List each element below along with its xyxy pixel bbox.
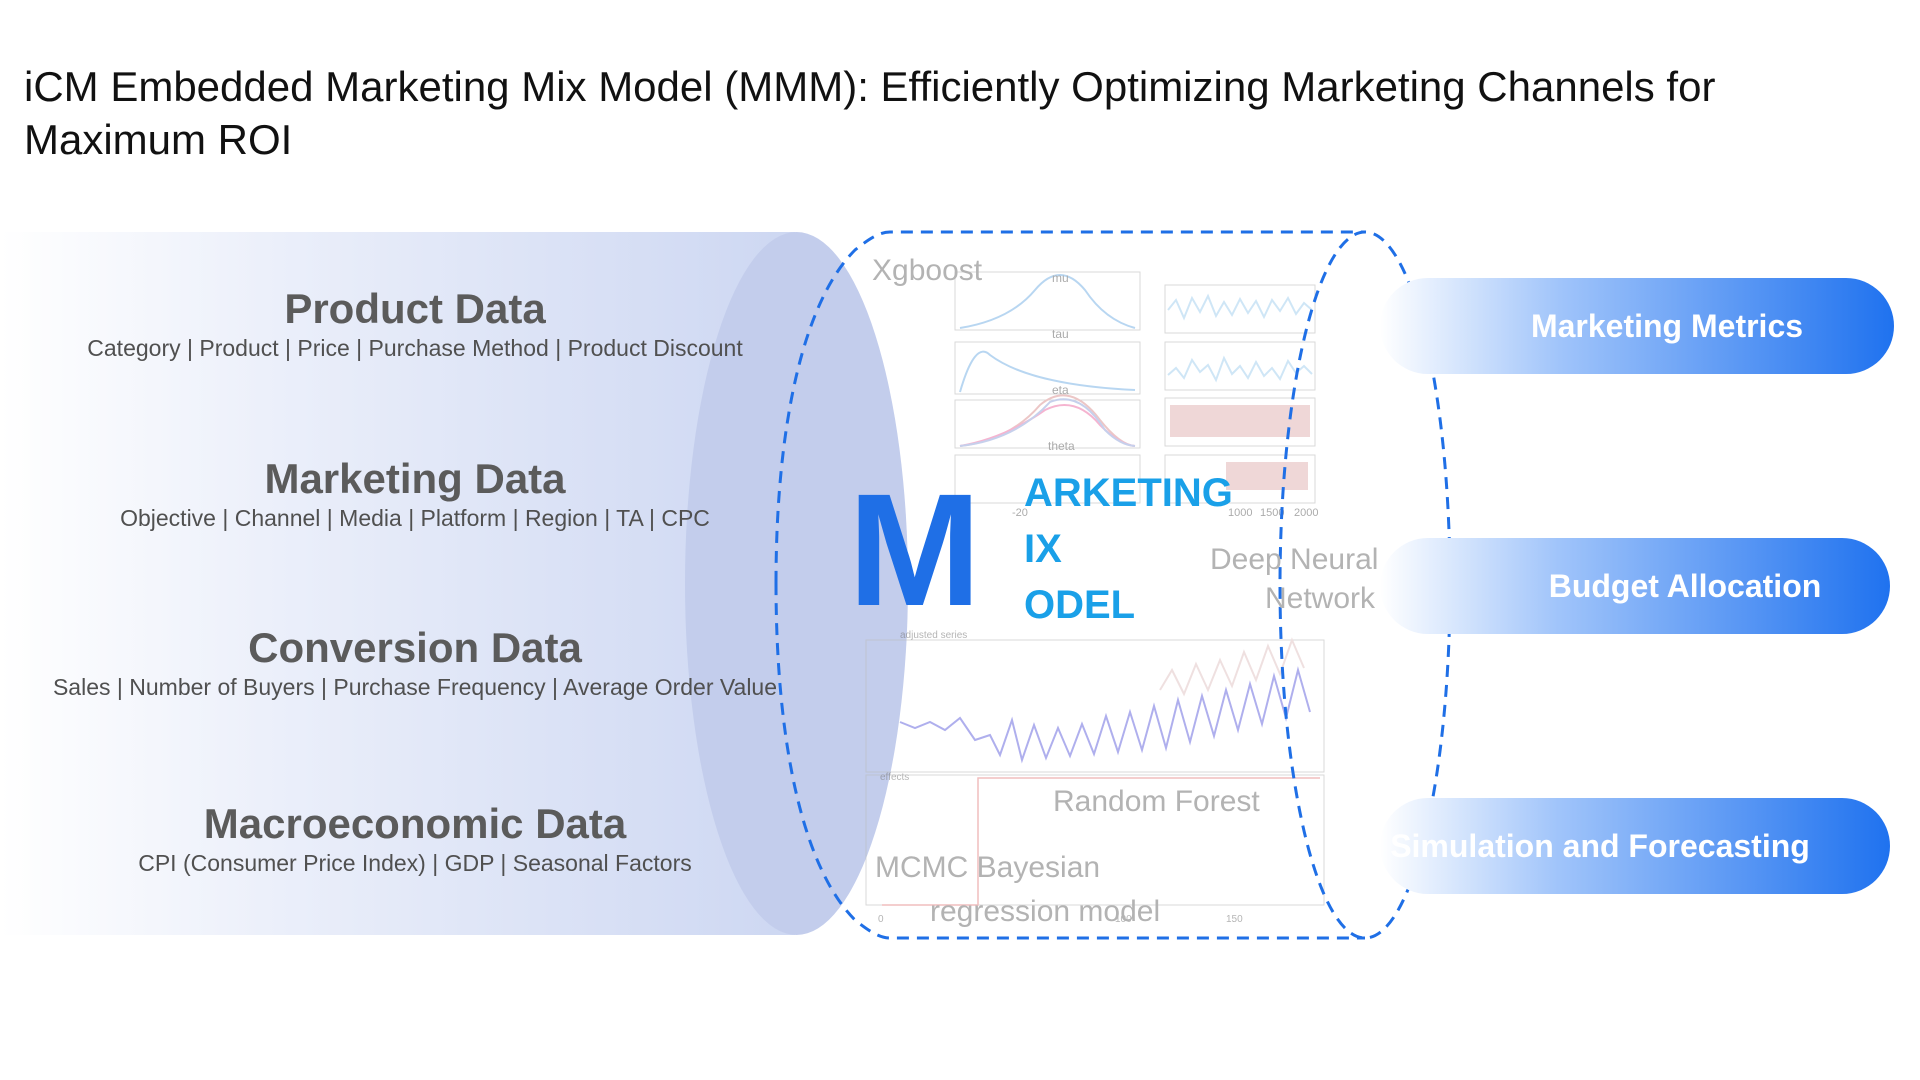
trace-plot: mu tau eta theta -20 1000 1500 2000 — [954, 271, 1318, 519]
model-word-arketing: ARKETING — [1024, 471, 1233, 515]
trace-panel — [1164, 454, 1316, 504]
output-marketing-metrics: Marketing Metrics — [1380, 278, 1894, 374]
input-heading: Conversion Data — [248, 624, 582, 671]
method-dnn-line-1: Deep Neural — [1210, 543, 1379, 576]
cylinder-bottom-edge — [774, 582, 1365, 940]
series-label: adjusted series — [900, 630, 967, 641]
series-xtick: 0 — [878, 914, 884, 925]
trace-label-theta: theta — [1048, 439, 1075, 453]
trace-line — [1167, 293, 1313, 321]
trace-panel — [1164, 284, 1316, 334]
series-panel — [865, 774, 1325, 906]
series-line — [899, 666, 1311, 764]
trace-panel — [1164, 341, 1316, 391]
trace-xtick: 2000 — [1294, 507, 1318, 519]
trace-panel — [1164, 397, 1316, 447]
density-curve — [959, 398, 1136, 447]
density-curve — [959, 350, 1136, 393]
output-simulation-forecasting: Simulation and Forecasting — [1380, 798, 1890, 894]
trace-label-eta: eta — [1052, 383, 1069, 397]
method-mcmc-line-2: regression model — [930, 895, 1161, 928]
trace-label-tau: tau — [1052, 327, 1069, 341]
series-xtick: 150 — [1226, 914, 1243, 925]
trace-line — [1167, 355, 1313, 383]
title-line-2: Maximum ROI — [24, 116, 293, 163]
cylinder-left-cap — [685, 232, 908, 935]
trace-band — [1170, 405, 1310, 437]
model-letter-m: M — [848, 460, 981, 639]
trace-panel — [954, 341, 1141, 395]
method-xgboost: Xgboost — [872, 254, 983, 287]
model-word-ix: IX — [1024, 527, 1062, 571]
input-data-band — [0, 232, 795, 935]
input-heading: Product Data — [284, 285, 546, 332]
series-label: effects — [880, 772, 909, 783]
series-plot: adjusted series effects 0 100 150 — [865, 630, 1325, 925]
input-detail: Category | Product | Price | Purchase Me… — [87, 335, 743, 361]
effect-line — [882, 777, 1320, 906]
trace-xtick: 1000 — [1228, 507, 1252, 519]
input-heading: Marketing Data — [264, 455, 566, 502]
title-line-1: iCM Embedded Marketing Mix Model (MMM): … — [24, 63, 1716, 110]
series-xtick: 100 — [1115, 914, 1132, 925]
input-product-data: Product Data Category | Product | Price … — [0, 285, 830, 363]
input-conversion-data: Conversion Data Sales | Number of Buyers… — [0, 624, 830, 702]
trace-panel — [954, 271, 1141, 331]
series-panel — [865, 639, 1325, 773]
input-macroeconomic-data: Macroeconomic Data CPI (Consumer Price I… — [0, 800, 830, 878]
input-marketing-data: Marketing Data Objective | Channel | Med… — [0, 455, 830, 533]
trace-xtick: -20 — [1012, 507, 1028, 519]
model-word-odel: ODEL — [1024, 583, 1136, 627]
method-random-forest: Random Forest — [1053, 785, 1260, 818]
trace-panel — [954, 454, 1141, 504]
page-title: iCM Embedded Marketing Mix Model (MMM): … — [24, 60, 1884, 166]
input-detail: CPI (Consumer Price Index) | GDP | Seaso… — [138, 850, 692, 876]
trace-label-mu: mu — [1052, 271, 1069, 285]
trace-band — [1226, 462, 1308, 490]
trace-xtick: 1500 — [1260, 507, 1284, 519]
input-heading: Macroeconomic Data — [203, 800, 627, 847]
output-label: Marketing Metrics — [1530, 307, 1804, 344]
output-budget-allocation: Budget Allocation — [1380, 538, 1890, 634]
output-label: Simulation and Forecasting — [1390, 827, 1810, 864]
cylinder-top-edge — [774, 230, 1365, 584]
density-curve — [959, 274, 1136, 329]
output-label: Budget Allocation — [1548, 567, 1822, 604]
series-line — [1159, 637, 1305, 697]
input-detail: Sales | Number of Buyers | Purchase Freq… — [52, 674, 778, 700]
input-detail: Objective | Channel | Media | Platform |… — [120, 505, 710, 531]
method-mcmc-line-1: MCMC Bayesian — [875, 851, 1101, 884]
